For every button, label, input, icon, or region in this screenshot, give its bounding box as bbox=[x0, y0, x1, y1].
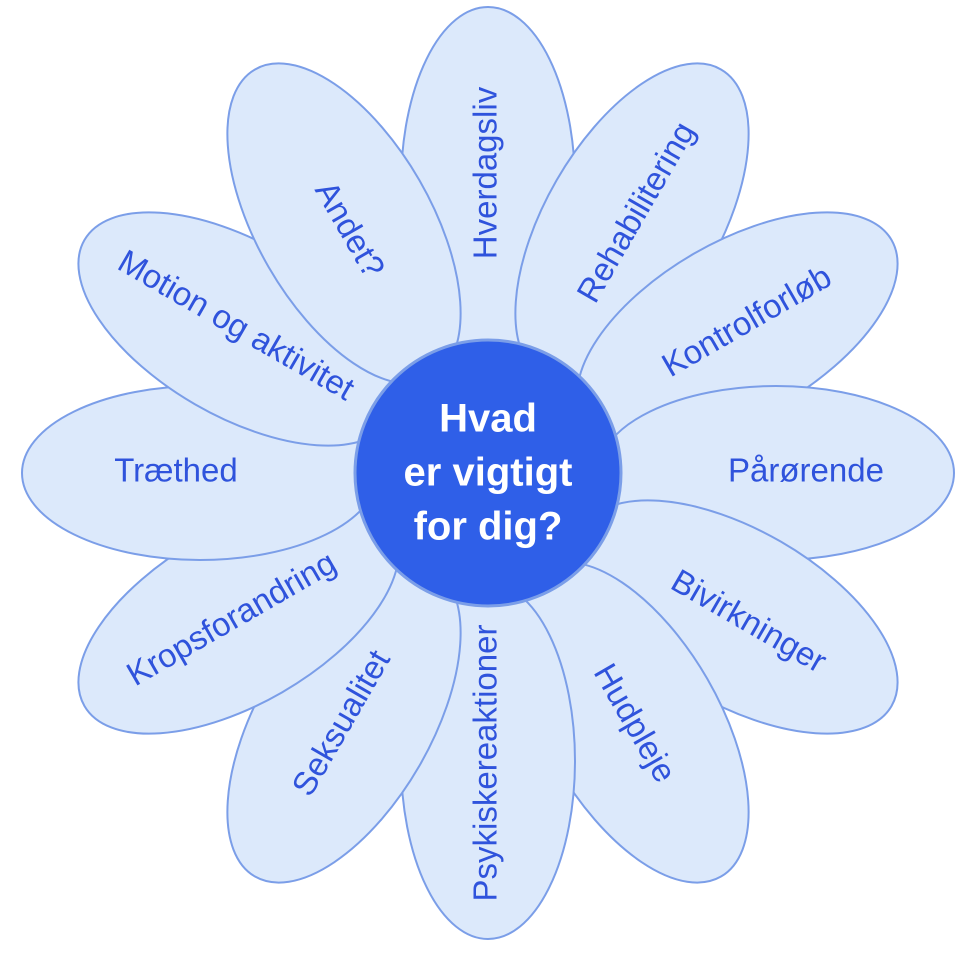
petals bbox=[21, 6, 955, 940]
center-line-3: for dig? bbox=[414, 505, 563, 549]
petal-label-9: Træthed bbox=[114, 452, 238, 489]
petal-label-3: Pårørende bbox=[728, 452, 884, 489]
center-line-1: Hvad bbox=[439, 397, 537, 441]
petal-label-6: Psykiskereaktioner bbox=[467, 625, 504, 902]
center-group: Hvad er vigtigt for dig? bbox=[353, 338, 623, 608]
center-line-2: er vigtigt bbox=[404, 451, 573, 495]
petal-label-0: Hverdagsliv bbox=[467, 86, 504, 259]
center-circle bbox=[353, 338, 623, 608]
